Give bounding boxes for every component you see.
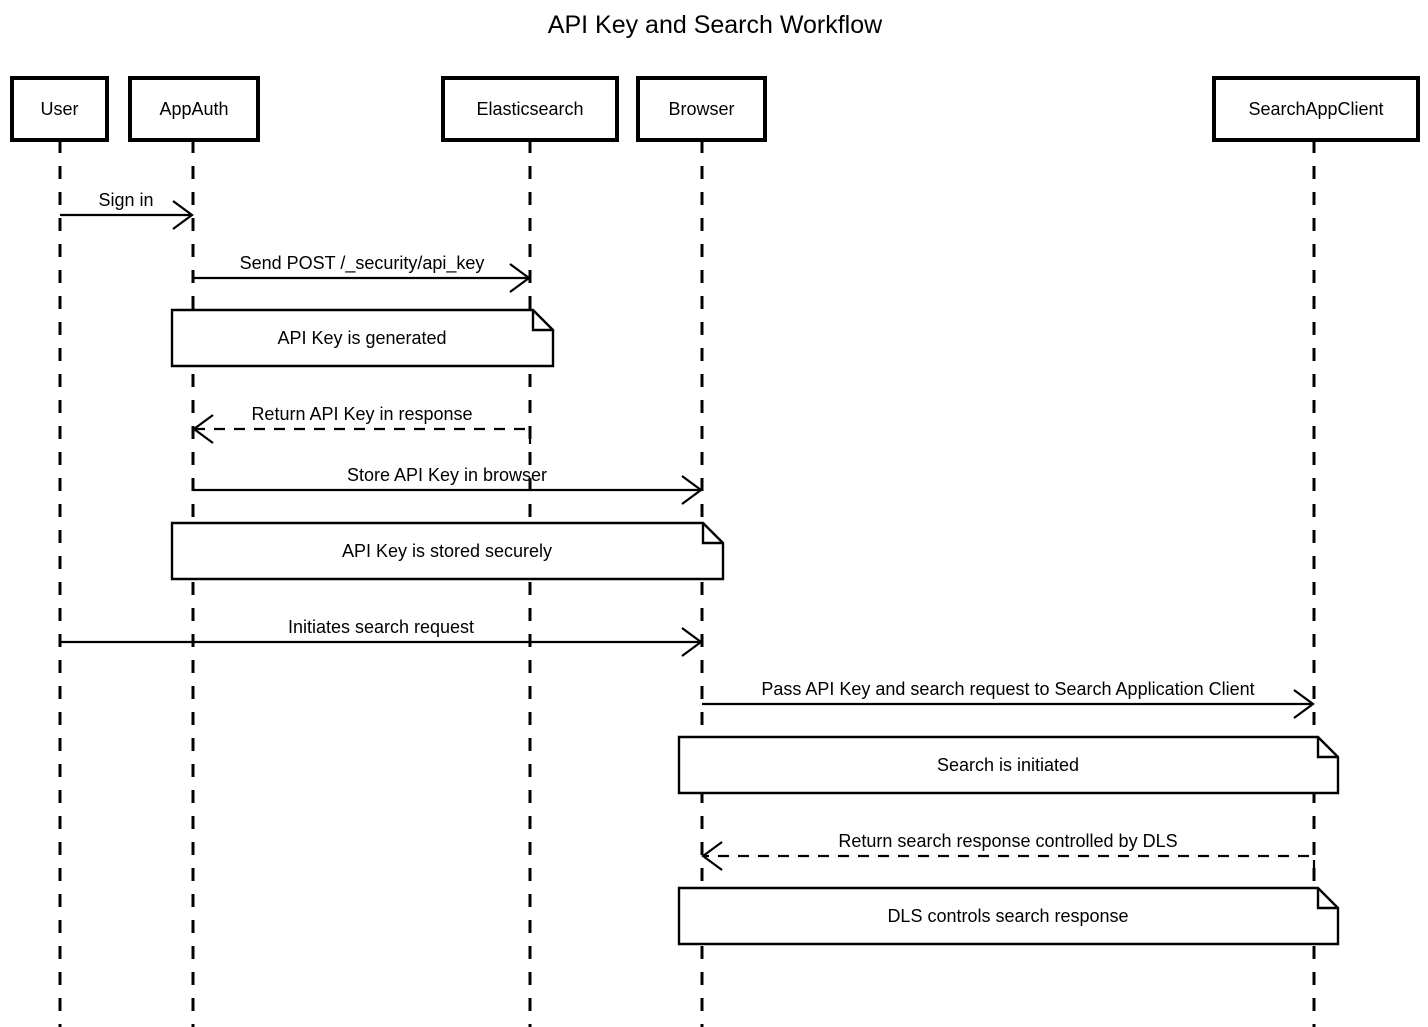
arrow-head-right-pass-api-key-search [1293, 689, 1315, 719]
participant-box-browser[interactable] [636, 76, 767, 142]
participant-box-user[interactable] [10, 76, 109, 142]
message-initiates-search[interactable]: Initiates search request [60, 617, 703, 657]
note-fold-api-key-stored [701, 523, 723, 545]
participant-box-appauth[interactable] [128, 76, 260, 142]
note-shape-dls-controls-response [677, 886, 1340, 946]
participant-label-elasticsearch: Elasticsearch [476, 99, 583, 119]
note-shape-api-key-generated [170, 308, 555, 368]
message-store-api-key[interactable]: Store API Key in browser [193, 465, 703, 505]
participant-label-user: User [40, 99, 78, 119]
participant-label-browser: Browser [668, 99, 734, 119]
note-search-initiated: Search is initiated [677, 735, 1340, 795]
note-label-api-key-generated: API Key is generated [277, 328, 446, 348]
message-label-sign-in: Sign in [98, 190, 153, 210]
message-label-return-api-key: Return API Key in response [251, 404, 472, 424]
message-return-search-response[interactable]: Return search response controlled by DLS [701, 831, 1316, 871]
message-label-return-search-response: Return search response controlled by DLS [838, 831, 1177, 851]
arrow-head-left-return-api-key [192, 414, 214, 444]
participant-browser[interactable]: Browser [636, 76, 767, 142]
message-send-post-api-key[interactable]: Send POST /_security/api_key [193, 253, 531, 293]
participant-label-appauth: AppAuth [159, 99, 228, 119]
message-return-api-key[interactable]: Return API Key in response [192, 404, 532, 444]
note-shape-api-key-stored [170, 521, 725, 581]
arrow-head-left-return-search-response [701, 841, 723, 871]
message-line-return-search-response[interactable] [703, 854, 1316, 871]
arrow-head-right-initiates-search [681, 627, 703, 657]
participant-searchappclient[interactable]: SearchAppClient [1212, 76, 1420, 142]
participant-user[interactable]: User [10, 76, 109, 142]
participant-elasticsearch[interactable]: Elasticsearch [441, 76, 619, 142]
note-fold-api-key-generated [531, 310, 553, 332]
page-title: API Key and Search Workflow [548, 11, 883, 39]
participant-label-searchappclient: SearchAppClient [1248, 99, 1383, 119]
note-shape-search-initiated [677, 735, 1340, 795]
note-fold-dls-controls-response [1316, 888, 1338, 910]
message-label-pass-api-key-search: Pass API Key and search request to Searc… [761, 679, 1254, 699]
message-label-store-api-key: Store API Key in browser [347, 465, 547, 485]
message-line-return-api-key[interactable] [194, 427, 532, 444]
note-label-dls-controls-response: DLS controls search response [887, 906, 1128, 926]
message-label-initiates-search: Initiates search request [288, 617, 474, 637]
participant-box-searchappclient[interactable] [1212, 76, 1420, 142]
message-label-send-post-api-key: Send POST /_security/api_key [240, 253, 485, 274]
participant-appauth[interactable]: AppAuth [128, 76, 260, 142]
arrow-head-right-sign-in [172, 200, 194, 230]
note-api-key-generated: API Key is generated [170, 308, 555, 368]
lifelines-group [58, 140, 1316, 1027]
participant-box-elasticsearch[interactable] [441, 76, 619, 142]
note-label-api-key-stored: API Key is stored securely [342, 541, 552, 561]
note-label-search-initiated: Search is initiated [937, 755, 1079, 775]
arrow-head-right-send-post-api-key [509, 263, 531, 293]
note-fold-search-initiated [1316, 737, 1338, 759]
note-dls-controls-response: DLS controls search response [677, 886, 1340, 946]
note-api-key-stored: API Key is stored securely [170, 521, 725, 581]
message-sign-in[interactable]: Sign in [60, 190, 194, 230]
message-pass-api-key-search[interactable]: Pass API Key and search request to Searc… [702, 679, 1315, 719]
arrow-head-right-store-api-key [681, 475, 703, 505]
